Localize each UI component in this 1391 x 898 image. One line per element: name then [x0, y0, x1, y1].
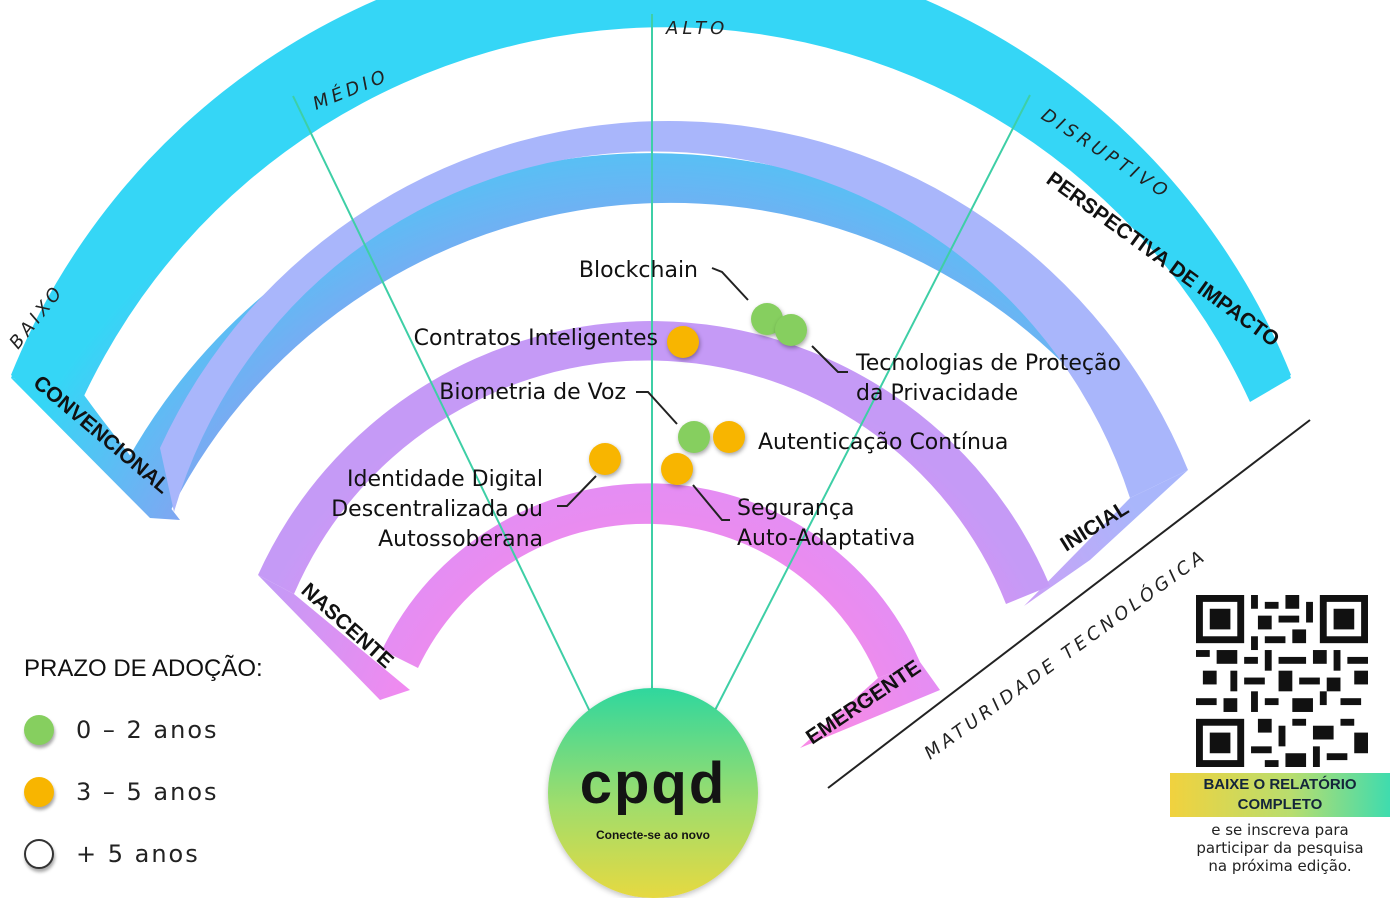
tech-label-privacidade-line1: Tecnologias de Proteção — [855, 351, 1121, 376]
orange-dot-icon — [24, 777, 54, 807]
logo-wordmark: cpqd — [579, 751, 727, 816]
dot-seguranca[interactable] — [661, 453, 693, 485]
green-dot-icon — [24, 715, 54, 745]
tech-label-identidade-line2: Descentralizada ou — [331, 497, 543, 522]
legend-item-3-5: 3 – 5 anos — [24, 777, 219, 807]
dot-identidade[interactable] — [589, 443, 621, 475]
impact-level-alto: ALTO — [665, 18, 728, 39]
dot-privacidade[interactable] — [775, 314, 807, 346]
ring-nascente-left-leg — [258, 575, 410, 700]
legend-item-5-plus: + 5 anos — [24, 839, 200, 869]
spoke-medio — [292, 95, 595, 721]
spoke-disruptivo — [709, 94, 1031, 721]
dot-autenticacao[interactable] — [713, 421, 745, 453]
tech-label-autenticacao: Autenticação Contínua — [758, 430, 1008, 455]
tech-label-contratos: Contratos Inteligentes — [414, 326, 658, 351]
dot-biometria[interactable] — [678, 421, 710, 453]
maturity-axis-title: MATURIDADE TECNOLÓGICA — [920, 544, 1211, 764]
promo-note-line1: e se inscreva para — [1211, 821, 1349, 839]
ring-convencional-left-leg — [11, 378, 180, 520]
cta-line1: BAIXE O RELATÓRIO — [1203, 776, 1357, 793]
tech-label-biometria: Biometria de Voz — [439, 380, 626, 405]
dot-blockchain[interactable] — [751, 303, 783, 335]
leader-lines — [557, 267, 848, 521]
promo-note: e se inscreva para participar da pesquis… — [1170, 821, 1390, 875]
legend-item-0-2: 0 – 2 anos — [24, 715, 219, 745]
ring-inicial — [160, 120, 1188, 513]
technology-dots — [589, 303, 807, 485]
ring-nascente — [258, 321, 1050, 604]
promo-note-line2: participar da pesquisa — [1196, 839, 1364, 857]
tech-label-identidade-line1: Identidade Digital — [347, 467, 543, 492]
legend-title: PRAZO DE ADOÇÃO: — [24, 655, 263, 682]
ring-convencional-band — [11, 0, 1291, 402]
tech-label-identidade-line3: Autossoberana — [378, 527, 543, 552]
ring-inicial-right-leg — [1024, 470, 1188, 606]
report-promo: BAIXE O RELATÓRIO COMPLETO e se inscreva… — [1170, 595, 1390, 890]
maturity-axis-line — [827, 419, 1311, 789]
tech-label-seguranca-line1: Segurança — [737, 496, 854, 521]
download-report-button[interactable]: BAIXE O RELATÓRIO COMPLETO — [1170, 773, 1390, 817]
ring-emergente-right-leg — [800, 662, 940, 748]
dot-contratos[interactable] — [667, 326, 699, 358]
tech-label-seguranca-line2: Auto-Adaptativa — [737, 526, 915, 551]
legend-label: 3 – 5 anos — [76, 778, 219, 806]
tech-label-privacidade-line2: da Privacidade — [856, 381, 1018, 406]
legend-label: + 5 anos — [76, 840, 200, 868]
qr-code-icon[interactable] — [1196, 595, 1368, 767]
cta-line2: COMPLETO — [1237, 796, 1323, 813]
ring-emergente — [382, 483, 920, 678]
cpqd-logo: cpqd Conecte-se ao novo — [548, 688, 758, 898]
adoption-legend: PRAZO DE ADOÇÃO: 0 – 2 anos 3 – 5 anos +… — [24, 655, 344, 885]
logo-tagline: Conecte-se ao novo — [595, 828, 711, 842]
white-dot-icon — [24, 839, 54, 869]
promo-note-line3: na próxima edição. — [1208, 857, 1352, 875]
tech-label-blockchain: Blockchain — [579, 258, 698, 283]
legend-label: 0 – 2 anos — [76, 716, 219, 744]
